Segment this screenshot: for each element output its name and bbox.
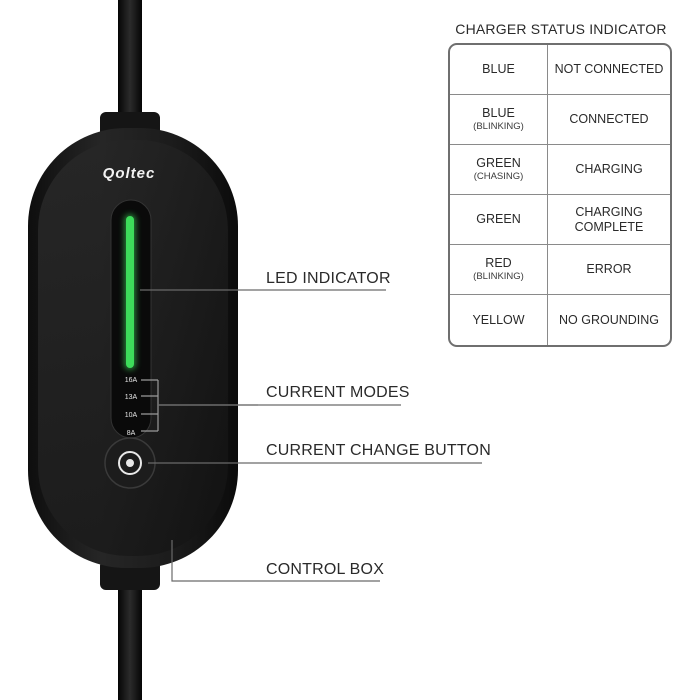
color-label: GREEN [476, 212, 521, 226]
callout-current-change-button: CURRENT CHANGE BUTTON [266, 442, 491, 459]
mode-label-16a: 16A [125, 377, 138, 384]
status-color-cell: GREEN [450, 195, 548, 245]
mode-label-8a: 8A [127, 430, 136, 437]
color-label: GREEN [476, 156, 521, 171]
color-qualifier: (BLINKING) [473, 121, 524, 133]
button-center-dot [126, 459, 134, 467]
status-description-cell: NOT CONNECTED [548, 45, 670, 95]
status-label: NOT CONNECTED [554, 62, 664, 76]
status-label: CONNECTED [569, 112, 649, 126]
status-table-title: CHARGER STATUS INDICATOR [455, 21, 667, 37]
color-qualifier: (BLINKING) [473, 271, 524, 283]
status-label: NO GROUNDING [559, 312, 659, 327]
color-label: YELLOW [472, 312, 525, 327]
mode-label-13a: 13A [125, 394, 138, 401]
bottom-cable [118, 580, 142, 700]
mode-label-10a: 10A [125, 412, 138, 419]
callout-led-indicator: LED INDICATOR [266, 270, 391, 287]
status-color-cell: GREEN (CHASING) [450, 145, 548, 195]
status-description-cell: CHARGING COMPLETE [548, 195, 670, 245]
color-label: RED [485, 256, 512, 271]
callout-control-box: CONTROL BOX [266, 561, 385, 578]
button-ring-icon [118, 451, 142, 475]
status-color-cell: RED (BLINKING) [450, 245, 548, 295]
status-table: BLUE NOT CONNECTED BLUE (BLINKING) CONNE… [448, 43, 672, 347]
status-label: CHARGING [575, 162, 643, 176]
status-description-cell: NO GROUNDING [548, 295, 670, 345]
status-color-cell: YELLOW [450, 295, 548, 345]
top-cable [118, 0, 142, 120]
color-qualifier: (CHASING) [473, 171, 524, 183]
brand-logo: Qoltec [103, 165, 156, 182]
status-label: CHARGING COMPLETE [574, 204, 644, 234]
status-description-cell: CONNECTED [548, 95, 670, 145]
callout-current-modes: CURRENT MODES [266, 384, 410, 401]
leader-lines [140, 289, 482, 582]
color-label: BLUE [482, 62, 515, 76]
status-color-cell: BLUE (BLINKING) [450, 95, 548, 145]
led-indicator-bar [126, 216, 134, 368]
status-description-cell: CHARGING [548, 145, 670, 195]
status-label: ERROR [586, 262, 632, 276]
color-label: BLUE [482, 106, 515, 121]
status-description-cell: ERROR [548, 245, 670, 295]
status-color-cell: BLUE [450, 45, 548, 95]
